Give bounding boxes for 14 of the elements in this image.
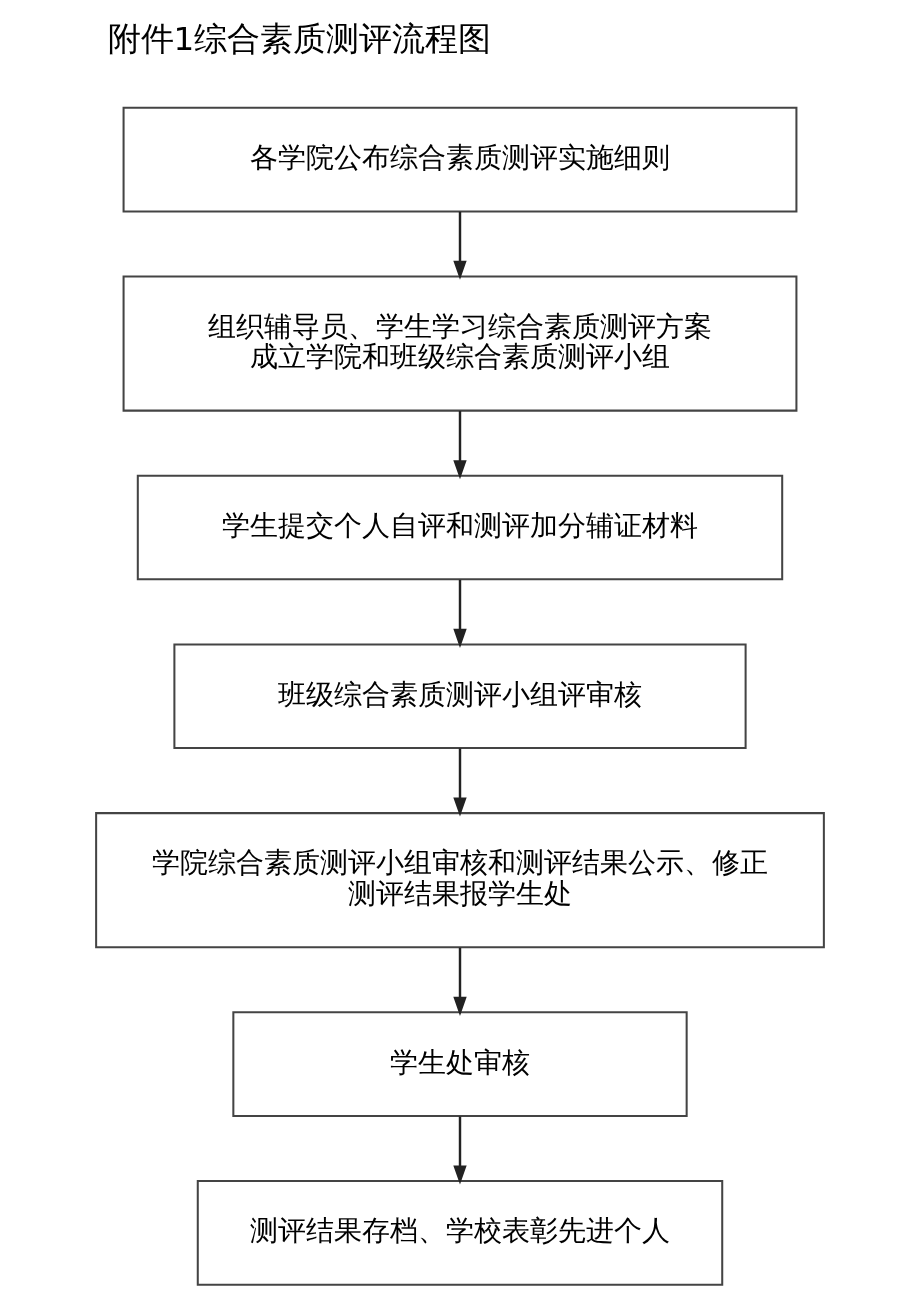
arrow <box>453 1116 467 1185</box>
node-box: 组织辅导员、学生学习综合素质测评方案 成立学院和班级综合素质测评小组 <box>122 275 798 412</box>
arrow <box>453 748 467 817</box>
node-box: 各学院公布综合素质测评实施细则 <box>122 106 798 213</box>
node-box: 学生提交个人自评和测评加分辅证材料 <box>136 474 784 581</box>
node-box: 学生处审核 <box>232 1011 688 1118</box>
arrow <box>453 211 467 280</box>
node-box: 学院综合素质测评小组审核和测评结果公示、修正测评结果报学生处 <box>95 812 825 949</box>
arrow <box>453 579 467 648</box>
arrow <box>453 411 467 480</box>
node-box: 测评结果存档、学校表彰先进个人 <box>196 1180 724 1286</box>
node-box: 班级综合素质测评小组评审核 <box>173 643 747 750</box>
arrow <box>453 947 467 1016</box>
diagram-title: 附件1综合素质测评流程图 <box>107 20 492 59</box>
